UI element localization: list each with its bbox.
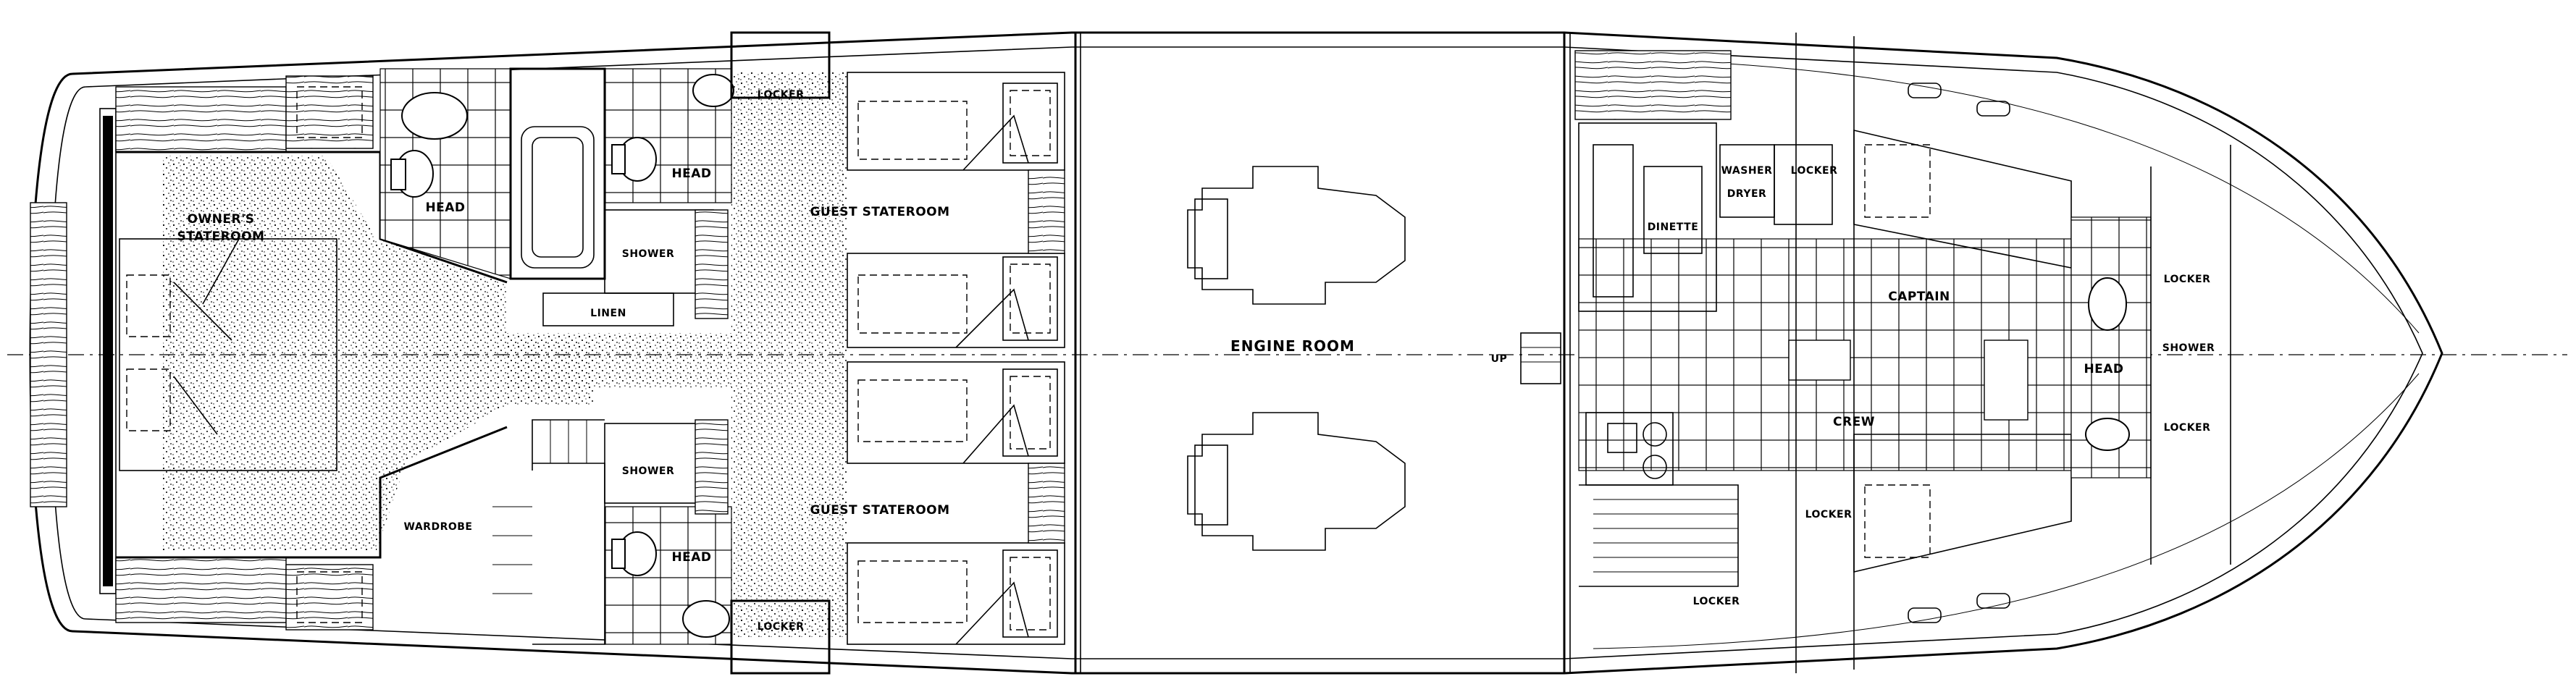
shower-crew-label: SHOWER [2162, 342, 2215, 354]
guest-stateroom-upper-label: GUEST STATEROOM [810, 205, 949, 219]
locker-fwd-top-label: LOCKER [2164, 274, 2211, 285]
wardrobe-label: WARDROBE [404, 521, 473, 533]
up-label: UP [1491, 353, 1508, 365]
linen-label: LINEN [590, 308, 626, 319]
guest-head-lower [492, 419, 732, 645]
owners-stateroom [116, 75, 594, 631]
locker-fwd-bottom-label: LOCKER [2164, 422, 2211, 434]
central-passage [507, 72, 847, 637]
owners-head-label: HEAD [425, 201, 465, 215]
crew-head [2071, 145, 2231, 565]
engine-room-label: ENGINE ROOM [1230, 337, 1355, 355]
owners-stateroom-label-2: STATEROOM [177, 229, 265, 244]
dinette-label: DINETTE [1648, 222, 1699, 233]
engine-room-step [1520, 332, 1561, 384]
room-labels: OWNER'S STATEROOM HEAD HEAD HEAD SHOWER … [177, 89, 2215, 633]
guest-head-upper [542, 68, 734, 326]
guest-head-lower-label: HEAD [671, 550, 711, 565]
locker-crew-mid-label: LOCKER [1805, 509, 1853, 520]
shower-lower-label: SHOWER [622, 465, 675, 477]
guest-head-upper-label: HEAD [671, 166, 711, 181]
crew-area [1574, 33, 2072, 673]
crew-label: CREW [1833, 415, 1875, 429]
guest-stateroom-lower [730, 361, 1065, 675]
locker-lower-label: LOCKER [758, 621, 805, 633]
engine-starboard [1187, 412, 1406, 551]
owners-stateroom-label-1: OWNER'S [187, 212, 254, 227]
locker-crew-top-label: LOCKER [1791, 165, 1838, 177]
washer-label: WASHER [1721, 165, 1773, 177]
shower-upper-label: SHOWER [622, 248, 675, 260]
engine-port [1187, 166, 1406, 305]
dryer-label: DRYER [1727, 188, 1767, 200]
captain-label: CAPTAIN [1888, 290, 1950, 304]
locker-crew-bottom-label: LOCKER [1693, 596, 1740, 607]
crew-head-label: HEAD [2084, 362, 2123, 376]
owners-head [379, 67, 606, 280]
stern-section [30, 86, 287, 623]
locker-upper-label: LOCKER [758, 89, 805, 101]
guest-stateroom-lower-label: GUEST STATEROOM [810, 503, 949, 518]
guest-stateroom-upper [730, 31, 1065, 348]
